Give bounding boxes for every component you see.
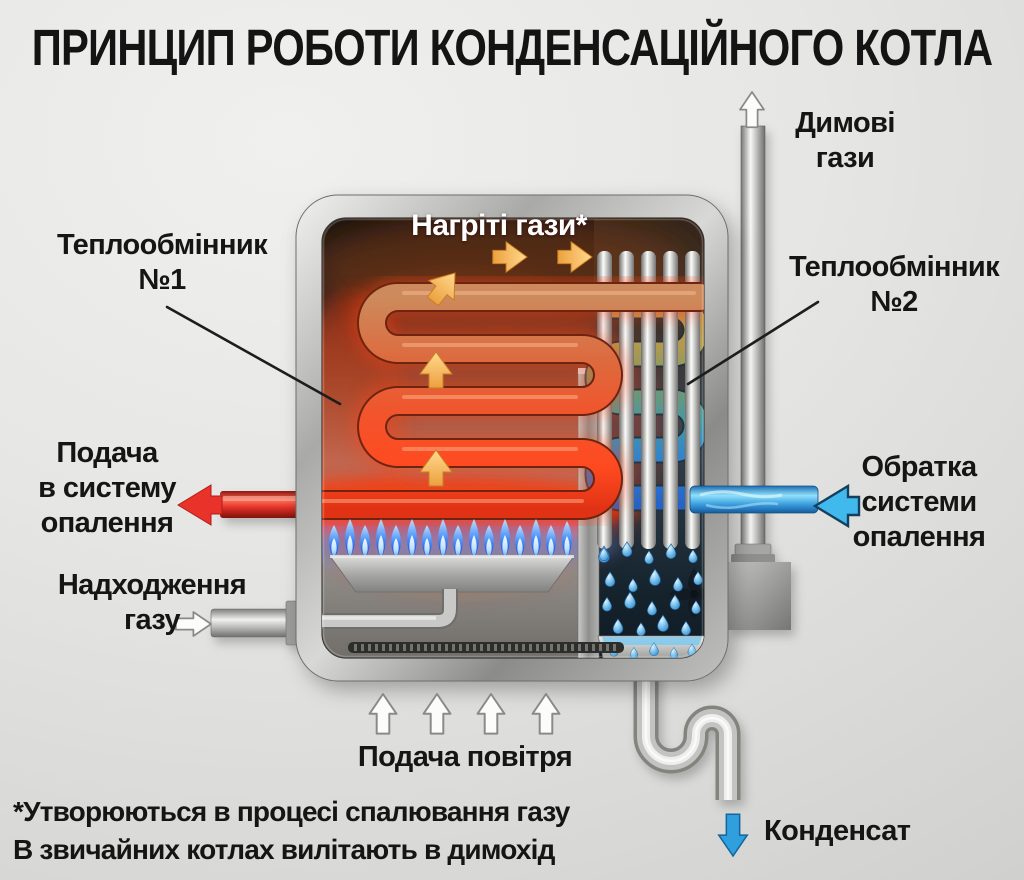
condensate-trap-pipe: [633, 664, 741, 800]
label-heat-exchanger-2: Теплообмінник №2: [789, 251, 1000, 318]
burner-gas-pipe: [322, 589, 458, 629]
label-heating-return: Обратка системи опалення: [852, 451, 986, 553]
heat-exchanger-2-pointer-line: [686, 300, 820, 386]
heating-supply-pipe: [220, 491, 302, 518]
heating-return-pipe: [689, 485, 819, 514]
label-flue-gases: Димові гази: [795, 107, 895, 174]
condensate-down-arrow-icon: [717, 813, 749, 857]
label-air-supply: Подача повітря: [357, 741, 573, 773]
flue-connector-block: [727, 562, 791, 630]
burner-tray: [329, 555, 575, 593]
label-heat-exchanger-1: Теплообмінник №1: [57, 229, 268, 296]
label-condensate: Конденсат: [764, 815, 911, 847]
page-title: ПРИНЦИП РОБОТИ КОНДЕНСАЦІЙНОГО КОТЛА: [31, 19, 993, 76]
heat-exchanger-1-coil: [322, 277, 704, 525]
air-up-arrow-icon: [368, 693, 561, 735]
label-heated-gases: Нагріті гази*: [411, 209, 587, 242]
condensate-tray: [597, 635, 704, 658]
label-gas-inlet: Надходження газу: [57, 569, 247, 636]
footnote: *Утворюються в процесі спалювання газу В…: [13, 796, 570, 865]
flue-pipe: [727, 125, 791, 630]
air-intake-grille: [348, 642, 624, 653]
label-heating-supply: Подача в систему опалення: [38, 437, 176, 539]
heat-exchanger-1-pointer-line: [165, 305, 342, 406]
